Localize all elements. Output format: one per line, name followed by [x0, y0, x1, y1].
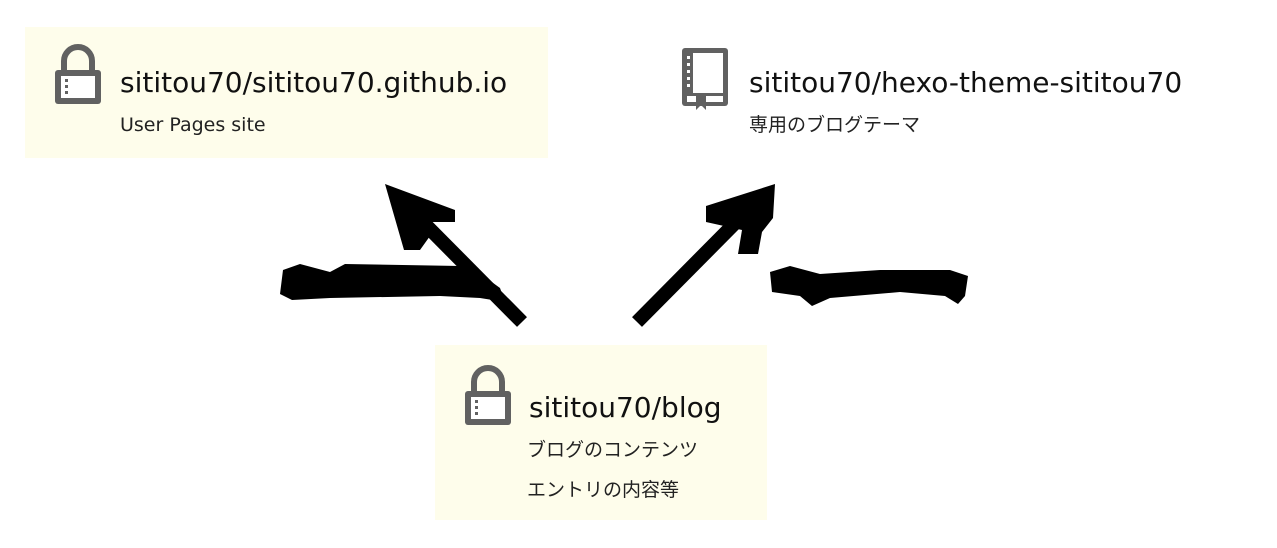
arrowhead-pages — [385, 184, 455, 250]
repo-description-blog-line1: ブログのコンテンツ — [527, 439, 699, 461]
repo-description-theme: 専用のブログテーマ — [749, 114, 921, 136]
pixelated-label-right — [770, 266, 968, 306]
repo-description-pages: User Pages site — [120, 114, 266, 136]
pixelated-label-left — [280, 264, 505, 302]
lock-icon — [465, 365, 511, 425]
repo-name-theme[interactable]: sititou70/hexo-theme-sititou70 — [749, 66, 1183, 99]
repo-box-blog — [435, 345, 767, 520]
repo-name-blog[interactable]: sititou70/blog — [529, 391, 722, 424]
arrowhead-theme — [706, 184, 775, 254]
repo-box-pages — [25, 27, 548, 158]
book-icon — [682, 48, 728, 110]
repo-description-blog-line2: エントリの内容等 — [527, 479, 680, 501]
lock-icon — [55, 44, 101, 104]
repo-name-pages[interactable]: sititou70/sititou70.github.io — [120, 66, 508, 99]
